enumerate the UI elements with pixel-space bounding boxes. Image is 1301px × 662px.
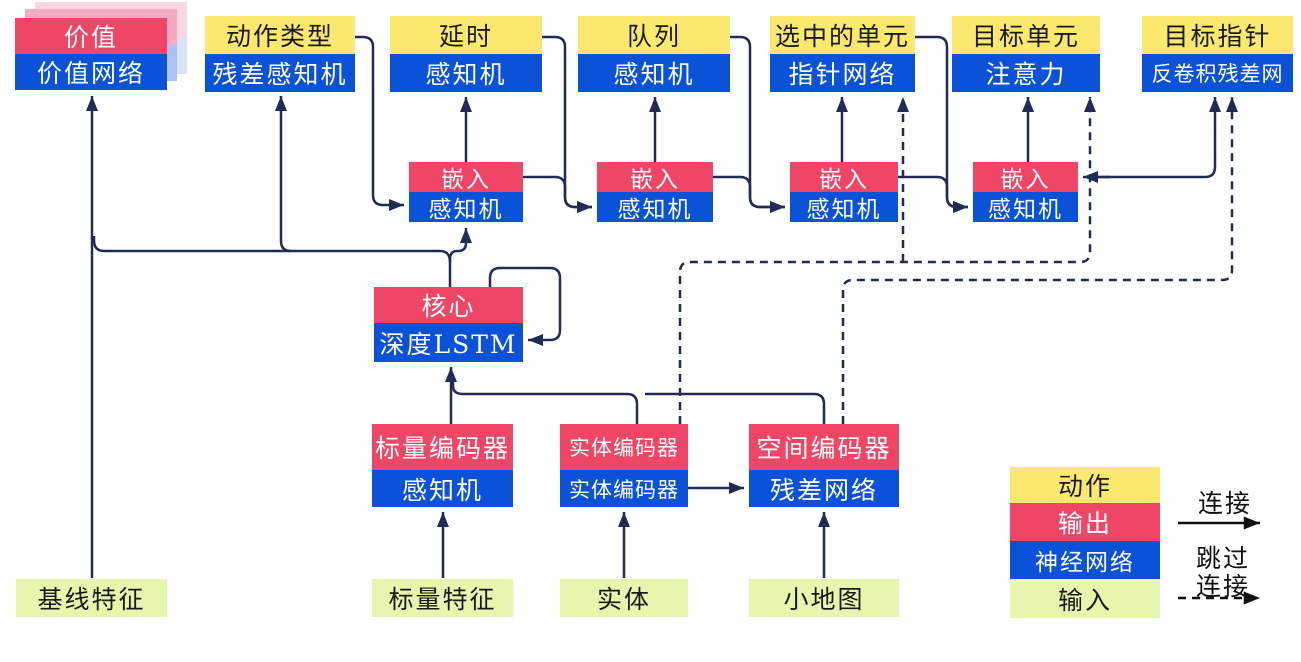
scalar-encoder-output-label: 标量编码器 <box>372 424 513 470</box>
legend-network-label: 神经网络 <box>1010 541 1160 579</box>
selected-units-action-label: 选中的单元 <box>770 16 915 54</box>
embed2-network-label: 感知机 <box>597 192 713 223</box>
target-unit-network-label: 注意力 <box>952 54 1100 92</box>
embed3-output-label: 嵌入 <box>790 162 898 193</box>
legend-input-label: 输入 <box>1010 579 1160 618</box>
action-type-network-label: 残差感知机 <box>205 54 355 92</box>
target-unit-action-label: 目标单元 <box>952 16 1100 54</box>
action-type-box: 动作类型 残差感知机 <box>205 16 355 92</box>
queue-network-label: 感知机 <box>578 54 730 92</box>
core-output-label: 核心 <box>374 287 523 323</box>
embed1-box: 嵌入 感知机 <box>409 162 523 223</box>
embed4-network-label: 感知机 <box>973 192 1078 223</box>
queue-box: 队列 感知机 <box>578 16 730 92</box>
legend-skip-label-line2: 连接 <box>1195 572 1250 601</box>
entity-encoder-output-label: 实体编码器 <box>560 424 688 470</box>
legend-skip-label-line1: 跳过 <box>1195 544 1250 573</box>
edge-embed4-to-target-point <box>1092 97 1221 179</box>
scalar-encoder-network-label: 感知机 <box>372 470 513 507</box>
spatial-encoder-network-label: 残差网络 <box>749 470 899 507</box>
action-type-action-label: 动作类型 <box>205 16 355 54</box>
selected-units-network-label: 指针网络 <box>770 54 915 92</box>
delay-box: 延时 感知机 <box>390 16 542 92</box>
embed2-output-label: 嵌入 <box>597 162 713 193</box>
edge-embed1-to-embed2 <box>523 175 592 213</box>
baseline-features-label: 基线特征 <box>16 579 167 617</box>
edge-embed2-to-embed3 <box>713 175 785 213</box>
baseline-features-input: 基线特征 <box>16 579 167 617</box>
legend-connection-label: 连接 <box>1197 489 1252 518</box>
value-box: 价值 价值网络 <box>15 18 167 90</box>
delay-action-label: 延时 <box>390 16 542 54</box>
legend-color-key: 动作 输出 神经网络 输入 <box>1010 467 1160 618</box>
scalar-encoder-box: 标量编码器 感知机 <box>372 424 513 507</box>
edge-core-to-embed1 <box>448 228 472 287</box>
embed1-network-label: 感知机 <box>409 192 523 223</box>
spatial-encoder-output-label: 空间编码器 <box>749 424 899 470</box>
spatial-encoder-box: 空间编码器 残差网络 <box>749 424 899 507</box>
edge-spatial-encoder-to-core <box>645 392 826 424</box>
embed1-output-label: 嵌入 <box>409 162 523 193</box>
value-output-label: 价值 <box>15 18 167 54</box>
entity-encoder-network-label: 实体编码器 <box>560 470 688 507</box>
skip-spatial-to-target-point <box>841 97 1238 424</box>
selected-units-box: 选中的单元 指针网络 <box>770 16 915 92</box>
skip-entity-to-target-unit <box>678 97 1096 424</box>
legend-action-label: 动作 <box>1010 467 1160 503</box>
core-network-label: 深度LSTM <box>374 323 523 362</box>
scalar-features-label: 标量特征 <box>372 579 513 617</box>
edge-core-to-action-type <box>275 96 292 253</box>
entities-input: 实体 <box>560 579 688 617</box>
edge-core-branch-left <box>92 236 452 263</box>
target-point-action-label: 目标指针 <box>1142 16 1293 54</box>
edge-embed3-to-embed4 <box>898 175 968 213</box>
scalar-features-input: 标量特征 <box>372 579 513 617</box>
target-point-box: 目标指针 反卷积残差网 <box>1142 16 1293 92</box>
target-point-network-label: 反卷积残差网 <box>1142 54 1293 92</box>
embed3-network-label: 感知机 <box>790 192 898 223</box>
entity-encoder-box: 实体编码器 实体编码器 <box>560 424 688 507</box>
legend-output-label: 输出 <box>1010 503 1160 541</box>
minimap-input: 小地图 <box>749 579 899 617</box>
minimap-label: 小地图 <box>749 579 899 617</box>
delay-network-label: 感知机 <box>390 54 542 92</box>
value-network-label: 价值网络 <box>15 54 167 90</box>
queue-action-label: 队列 <box>578 16 730 54</box>
target-unit-box: 目标单元 注意力 <box>952 16 1100 92</box>
entities-label: 实体 <box>560 579 688 617</box>
edge-entity-encoder-to-core <box>451 380 639 424</box>
embed3-box: 嵌入 感知机 <box>790 162 898 223</box>
embed4-output-label: 嵌入 <box>973 162 1078 193</box>
core-box: 核心 深度LSTM <box>374 287 523 362</box>
embed2-box: 嵌入 感知机 <box>597 162 713 223</box>
embed4-box: 嵌入 感知机 <box>973 162 1078 223</box>
